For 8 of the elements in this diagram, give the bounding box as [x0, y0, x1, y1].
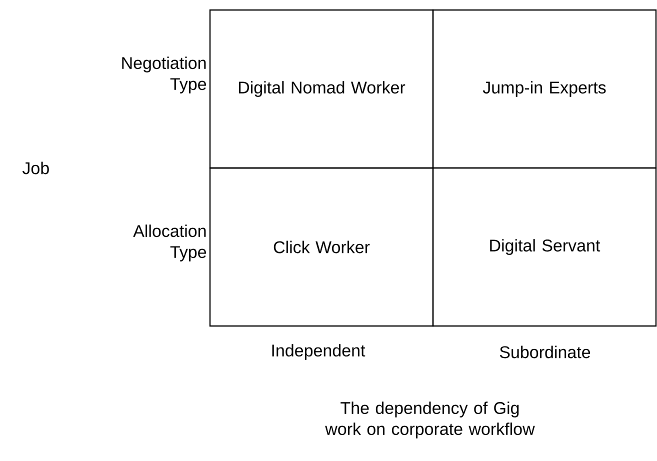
axis-title: The dependency of Gig work on corporate workflow — [325, 402, 535, 438]
quadrant-cell: Jump-in Experts — [432, 9, 657, 169]
quadrant-cell: Click Worker — [209, 167, 434, 327]
column-label: Independent — [272, 344, 366, 360]
quadrant-cell: Digital Nomad Worker — [209, 9, 434, 169]
axis-label: Job — [22, 162, 49, 174]
column-label: Subordinate — [500, 346, 590, 358]
quadrant-cell: Digital Servant — [432, 167, 657, 327]
